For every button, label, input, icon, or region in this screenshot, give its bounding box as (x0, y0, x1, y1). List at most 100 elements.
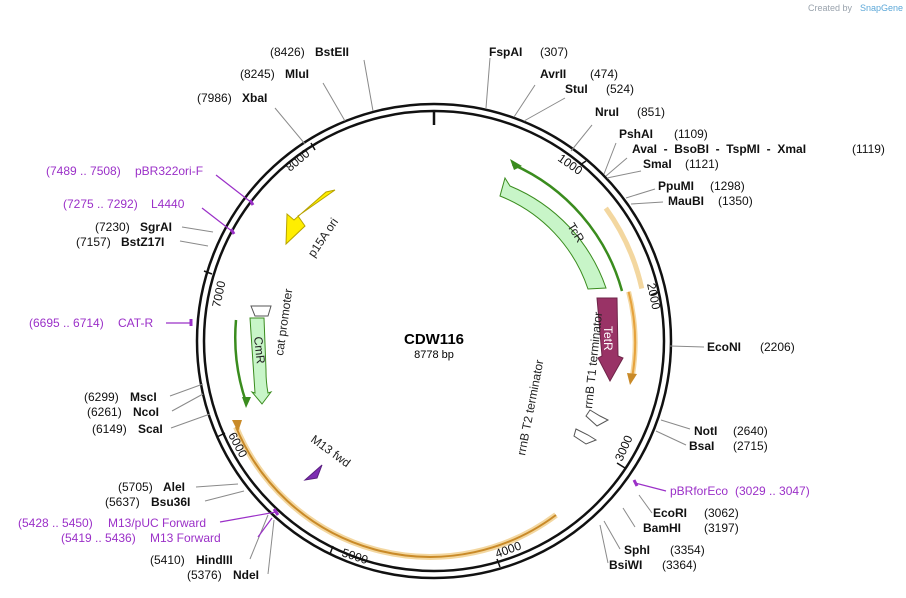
tcr-orf-arrowhead (510, 159, 522, 170)
feature-label-m13-fwd: M13 fwd (308, 432, 353, 470)
feature-m13-fwd[interactable] (303, 464, 323, 481)
site-bsai-name[interactable]: BsaI (689, 439, 714, 453)
site-fspai-pos: (307) (540, 45, 568, 59)
feature-label-cmr: CmR (251, 336, 268, 365)
site-avrii-pos: (474) (590, 67, 618, 81)
site-ndei-name[interactable]: NdeI (233, 568, 259, 582)
primer-m13fwd-name[interactable]: M13 Forward (150, 531, 221, 545)
feature-label-p15a: p15A ori (305, 215, 341, 259)
orf-arc-tcr-glow (603, 206, 645, 290)
site-bsai-pos: (2715) (733, 439, 768, 453)
primer-leaders (166, 174, 667, 538)
site-msci-name[interactable]: MscI (130, 390, 157, 404)
site-pshai-pos: (1109) (674, 127, 708, 141)
site-hindiii-pos: (5410) (150, 553, 185, 567)
site-ava-group-name[interactable]: AvaI - BsoBI - TspMI - XmaI (632, 142, 806, 156)
site-sphi-name[interactable]: SphI (624, 543, 650, 557)
tick-2000-mark (650, 291, 660, 296)
site-maubi-pos: (1350) (718, 194, 753, 208)
site-ncoi-pos: (6261) (87, 405, 122, 419)
orf-arc-bottom-glow (233, 425, 558, 560)
primer-pbrforeco-range: (3029 .. 3047) (735, 484, 810, 498)
site-smai-pos: (1121) (685, 157, 719, 171)
site-stui-name[interactable]: StuI (565, 82, 588, 96)
primer-marks (189, 199, 639, 516)
site-ppumi-pos: (1298) (710, 179, 745, 193)
feature-tcr[interactable] (499, 176, 607, 290)
site-msci-pos: (6299) (84, 390, 119, 404)
primer-m13fwd-range: (5419 .. 5436) (61, 531, 136, 545)
site-bstz17i-name[interactable]: BstZ17I (121, 235, 164, 249)
tick-label-7000: 7000 (209, 279, 228, 308)
tetr-orf-arrowhead (627, 373, 637, 385)
site-hindiii-name[interactable]: HindIII (196, 553, 233, 567)
site-bamhi-name[interactable]: BamHI (643, 521, 681, 535)
site-ncoi-name[interactable]: NcoI (133, 405, 159, 419)
site-pshai-name[interactable]: PshAI (619, 127, 653, 141)
orf-arc-tcr (511, 163, 624, 292)
feature-label-cat-promoter: cat promoter (272, 288, 295, 357)
site-econi-name[interactable]: EcoNI (707, 340, 741, 354)
site-fspai-name[interactable]: FspAI (489, 45, 522, 59)
site-avrii-name[interactable]: AvrII (540, 67, 566, 81)
site-nrui-pos: (851) (637, 105, 665, 119)
site-sphi-pos: (3354) (670, 543, 705, 557)
feature-rrnb-t2[interactable] (573, 428, 598, 445)
site-bsteii-pos: (8426) (270, 45, 305, 59)
site-ecori-name[interactable]: EcoRI (653, 506, 687, 520)
feature-rrnb-t1[interactable] (585, 409, 610, 427)
site-ava-group-pos: (1119) (852, 142, 885, 156)
primer-m13puc-name[interactable]: M13/pUC Forward (108, 516, 206, 530)
site-xbai-pos: (7986) (197, 91, 232, 105)
site-bsteii-name[interactable]: BstEII (315, 45, 349, 59)
feature-p15a-ori[interactable] (285, 189, 336, 246)
orf-arc-tetr (627, 291, 637, 379)
bottom-orf-arrowhead (232, 420, 242, 432)
site-scai-name[interactable]: ScaI (138, 422, 163, 436)
backbone-outer (195, 102, 673, 580)
site-econi-pos: (2206) (760, 340, 795, 354)
plasmid-length: 8778 bp (414, 349, 454, 361)
site-alei-name[interactable]: AleI (163, 480, 185, 494)
feature-label-rrnb-t2: rrnB T2 terminator (514, 359, 546, 457)
site-xbai-name[interactable]: XbaI (242, 91, 267, 105)
feature-cat-promoter[interactable] (250, 305, 272, 317)
feature-cmr[interactable] (249, 317, 273, 405)
tick-5000-mark (329, 545, 334, 555)
site-sgrai-name[interactable]: SgrAI (140, 220, 172, 234)
primer-catr-range: (6695 .. 6714) (29, 316, 104, 330)
primer-l4440-name[interactable]: L4440 (151, 197, 185, 211)
primer-pbr322ori-name[interactable]: pBR322ori-F (135, 164, 203, 178)
site-ndei-pos: (5376) (187, 568, 222, 582)
site-bamhi-pos: (3197) (704, 521, 739, 535)
site-noti-name[interactable]: NotI (694, 424, 717, 438)
site-bsu36i-name[interactable]: Bsu36I (151, 495, 190, 509)
feature-tetr[interactable] (596, 297, 624, 383)
site-alei-pos: (5705) (118, 480, 153, 494)
primer-pbr322ori-range: (7489 .. 7508) (46, 164, 121, 178)
tick-8000-mark (310, 142, 316, 151)
feature-label-tetr: TetR (601, 326, 615, 351)
site-mlui-pos: (8245) (240, 67, 275, 81)
site-bstz17i-pos: (7157) (76, 235, 111, 249)
tick-1000-mark (579, 160, 587, 166)
snapgene-logo: SnapGene (860, 3, 903, 13)
tick-label-2000: 2000 (644, 282, 663, 311)
tick-3000-mark (616, 462, 626, 469)
site-ppumi-name[interactable]: PpuMI (658, 179, 694, 193)
tick-7000-mark (203, 270, 213, 275)
site-smai-name[interactable]: SmaI (643, 157, 672, 171)
site-maubi-name[interactable]: MauBI (668, 194, 704, 208)
orf-arc-cmr (234, 319, 248, 403)
primer-pbrforeco-name[interactable]: pBRforEco (670, 484, 728, 498)
site-stui-pos: (524) (606, 82, 634, 96)
site-bsu36i-pos: (5637) (105, 495, 140, 509)
site-bsiwi-name[interactable]: BsiWI (609, 558, 642, 572)
tick-4000-mark (496, 558, 501, 568)
primer-l4440-range: (7275 .. 7292) (63, 197, 138, 211)
site-nrui-name[interactable]: NruI (595, 105, 619, 119)
cmr-orf-arrowhead (242, 397, 251, 408)
site-mlui-name[interactable]: MluI (285, 67, 309, 81)
plasmid-name: CDW116 (404, 331, 464, 348)
primer-catr-name[interactable]: CAT-R (118, 316, 153, 330)
